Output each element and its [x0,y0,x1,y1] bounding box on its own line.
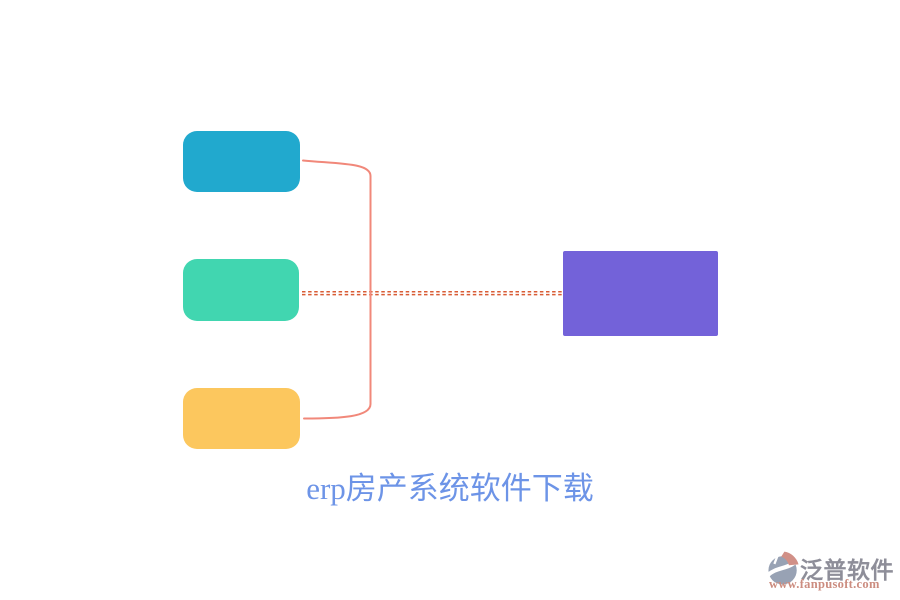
watermark-brand-text: 泛普软件 [800,557,894,583]
node-top [183,131,300,192]
diagram-title: erp房产系统软件下载 [306,471,594,506]
node-middle [183,259,299,321]
fanpu-logo-icon [768,551,799,585]
node-bottom [183,388,300,449]
node-right [563,251,718,336]
watermark: 泛普软件 www.fanpusoft.com [766,548,900,596]
edge-top-bottom-bracket [302,159,372,420]
watermark-url-text: www.fanpusoft.com [769,577,880,591]
